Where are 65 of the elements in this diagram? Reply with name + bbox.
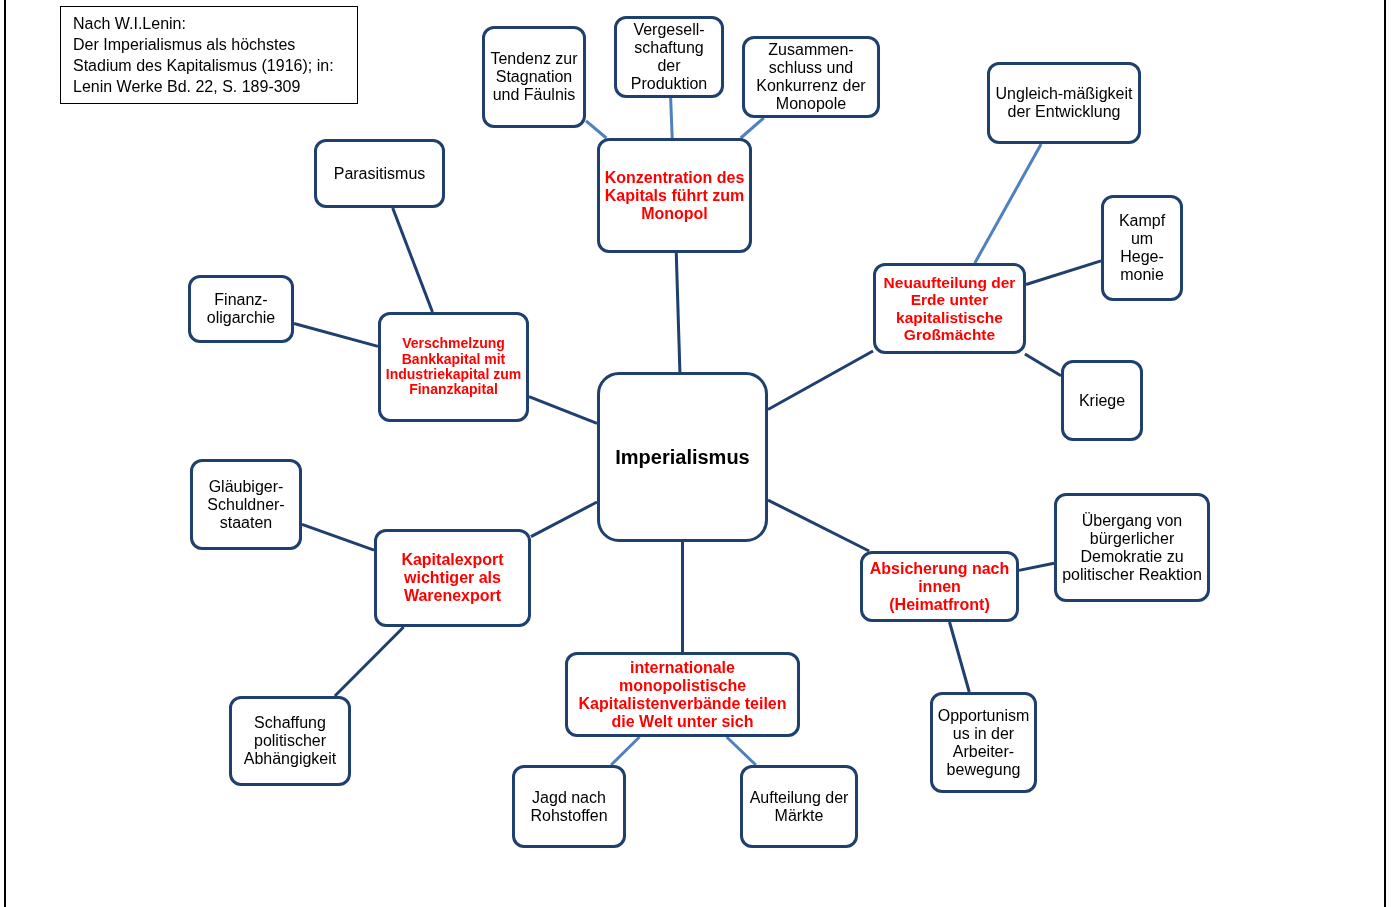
note-heading: Nach W.I.Lenin:: [73, 14, 187, 34]
concept-text: Jagd nach Rohstoffen: [529, 788, 609, 825]
concept-text: Absicherung nach innen (Heimatfront): [868, 559, 1011, 614]
concept-text: Vergesell-schaftung der Produktion: [629, 21, 709, 93]
concept-text: Finanz-oligarchie: [205, 291, 277, 327]
concept-text: Kapitalexport wichtiger als Warenexport: [400, 551, 505, 605]
topic-box: [482, 26, 586, 128]
topic-box: [190, 459, 302, 550]
concept-text: Kriege: [1078, 391, 1126, 410]
note-text: Der Imperialismus als höchstes Stadium des Kapitalismus (1916); in: Lenin Werke Bd. 22, S. 189-309: [73, 35, 335, 97]
concept-text: internationale monopolistische Kapitalistenverbände teilen die Welt unter sich: [577, 658, 788, 731]
connector-line: [948, 621, 971, 693]
topic-box: [512, 765, 626, 848]
connector-line: [1018, 561, 1055, 572]
concept-text: Tendenz zur Stagnation und Fäulnis: [489, 50, 579, 104]
concept-text: Opportunismus in der Arbeiter-bewegung: [937, 706, 1030, 779]
concept-text: Kampf um Hege-monie: [1117, 212, 1167, 284]
concept-text: Neuaufteilung der Erde unter kapitalistische Großmächte: [882, 274, 1017, 343]
connector-line: [528, 395, 598, 425]
connector-line: [585, 119, 608, 140]
key-concept-box: [873, 263, 1026, 354]
key-concept-box: [565, 652, 800, 737]
topic-box: [1061, 360, 1143, 441]
key-concept-box: [378, 312, 529, 422]
connector-line: [530, 500, 598, 539]
topic-box: [930, 692, 1037, 793]
connector-line: [391, 207, 434, 313]
concept-text: Übergang von bürgerlicher Demokratie zu politischer Reaktion: [1061, 511, 1203, 584]
concept-text: Imperialismus: [615, 445, 750, 470]
topic-box: [314, 139, 445, 208]
connector-line: [1024, 352, 1062, 378]
connector-line: [739, 116, 765, 140]
topic-box: [614, 16, 724, 98]
topic-box: [740, 765, 858, 848]
topic-box: [229, 696, 351, 786]
key-concept-box: [860, 551, 1019, 622]
key-concept-box: [374, 529, 531, 627]
topic-box: [1101, 195, 1183, 301]
concept-text: Konzentration des Kapitals führt zum Monopol: [604, 168, 745, 223]
connector-line: [767, 349, 874, 411]
topic-box: [987, 62, 1141, 144]
connector-line: [333, 625, 405, 698]
concept-text: Parasitismus: [333, 164, 426, 183]
connector-line: [669, 97, 674, 139]
key-concept-box: [597, 138, 752, 253]
concept-text: Verschmelzung Bankkapital mit Industriekapital zum Finanzkapital: [385, 336, 522, 398]
source-note-box: [60, 6, 358, 104]
connector-line: [767, 498, 870, 553]
connector-line: [681, 542, 684, 652]
connector-line: [301, 523, 375, 552]
topic-box: [1054, 493, 1210, 602]
topic-box: [188, 275, 294, 343]
connector-line: [725, 735, 757, 767]
concept-text: Gläubiger-Schuldner-staaten: [206, 477, 286, 532]
concept-text: Ungleich-mäßigkeit der Entwicklung: [994, 85, 1134, 121]
concept-text: Aufteilung der Märkte: [748, 788, 850, 825]
concept-text: Zusammen-schluss und Konkurrenz der Monopole: [755, 41, 867, 113]
concept-text: Schaffung politischer Abhängigkeit: [242, 714, 338, 768]
topic-box: [742, 36, 880, 118]
connector-line: [610, 735, 641, 767]
connector-line: [1025, 259, 1102, 286]
connector-line: [674, 252, 682, 373]
connector-line: [293, 322, 379, 348]
central-concept-box: [597, 372, 768, 542]
connector-line: [973, 143, 1043, 264]
